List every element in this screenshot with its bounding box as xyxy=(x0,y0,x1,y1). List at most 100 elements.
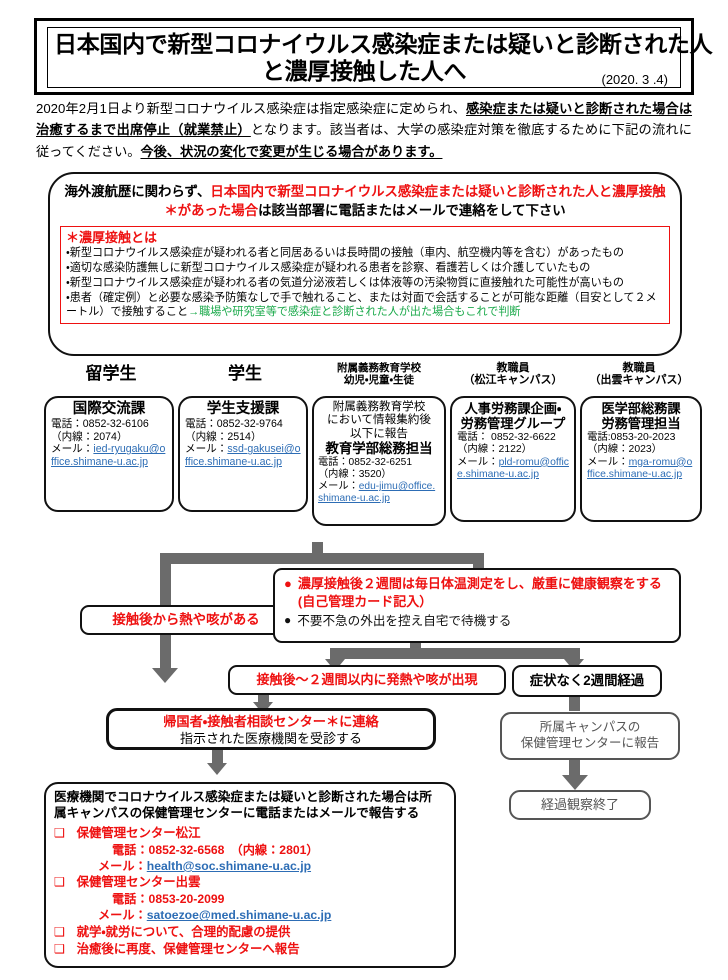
definition-title: ＊濃厚接触とは xyxy=(66,229,158,245)
attached-school-pre-line-1: 附属義務教育学校 xyxy=(332,400,426,413)
monitoring-bullet-row-1: ● 濃厚接触後２週間は毎日体温測定をし、厳重に健康観察をする(自己管理カード記入… xyxy=(284,575,670,610)
bottom-item-matsue-mail-link[interactable]: health@soc.shimane-u.ac.jp xyxy=(146,858,312,873)
dept-name-student-support: 学生支援課 xyxy=(206,401,280,417)
bottom-item-izumo-label: 保健管理センター出雲 xyxy=(76,875,201,890)
checkbox-square-icon-3: ❑ xyxy=(54,924,68,939)
flow-box-no-symptoms-two-weeks: 症状なく2週間経過 xyxy=(512,665,662,697)
contact-box-medical-general-affairs-izumo: 医学部総務課 労務管理担当 電話:0853-20-2023 （内線：2023） … xyxy=(580,396,702,522)
mail-row-international-exchange: メール：ied-ryugaku@office.shimane-u.ac.jp xyxy=(51,443,167,468)
contact-alert-heading: 海外渡航歴に関わらず、日本国内で新型コロナイウルス感染症または疑いと診断された人… xyxy=(60,182,670,221)
contact-caption-attached-school: 附属義務教育学校 幼児・児童・生徒 xyxy=(312,362,446,387)
contact-box-hr-labor-matsue: 人事労務課企画・ 労務管理グループ 電話： 0852-32-6622 （内線：2… xyxy=(450,396,576,522)
tel-medical-izumo: 電話:0853-20-2023 xyxy=(587,431,676,443)
contact-box-education-general-affairs: 附属義務教育学校 において情報集約後 以下に報告 教育学部総務担当 電話：085… xyxy=(312,396,446,526)
flow-box-returnee-contact-center: 帰国者・接触者相談センター＊に連絡 指示された医療機関を受診する xyxy=(106,708,436,750)
mail-row-medical-izumo: メール：mga-romu@office.shimane-u.ac.jp xyxy=(587,457,695,482)
mail-link-student-support[interactable]: ssd-gakusei@office.shimane-u.ac.jp xyxy=(185,443,301,468)
attached-school-caption-line-1: 附属義務教育学校 xyxy=(337,362,421,374)
definition-item-4: ・患者（確定例）と必要な感染予防策なしで手で触れること、または対面で会話すること… xyxy=(66,291,664,321)
close-contact-definition-box: ＊濃厚接触とは ・新型コロナウイルス感染症が疑われる者と同居あるいは長時間の接触… xyxy=(60,225,670,325)
contact-caption-international-student: 留学生 xyxy=(85,364,137,383)
mail-label-medical-izumo: メール： xyxy=(587,456,629,468)
flow-box-health-monitoring: ● 濃厚接触後２週間は毎日体温測定をし、厳重に健康観察をする(自己管理カード記入… xyxy=(273,568,681,643)
staff-matsue-caption-line-2: （松江キャンパス） xyxy=(463,374,563,387)
dept-name-medical-izumo-line-2: 労務管理担当 xyxy=(601,416,681,432)
intro-part-3: となります。該当者は、大学の感染症対策を徹底するために下記の流れに従ってください… xyxy=(36,122,692,159)
flow-box-fever-after-contact: 接触後から熱や咳がある xyxy=(80,605,292,635)
flow-box-symptom-onset: 接触後〜２週間以内に発熱や咳が出現 xyxy=(228,665,506,695)
mail-row-hr-labor-matsue: メール：pld-romu@office.shimane-u.ac.jp xyxy=(457,457,569,482)
definition-item-4-black: ・患者（確定例）と必要な感染予防策なしで手で触れること、または対面で会話すること… xyxy=(66,291,657,319)
tel-international-exchange: 電話：0852-32-6106 xyxy=(51,417,149,430)
contact-caption-staff-matsue: 教職員 （松江キャンパス） xyxy=(452,362,574,387)
contact-box-student-support: 学生支援課 電話：0852-32-9764 （内線：2514） メール：ssd-… xyxy=(178,396,308,512)
mail-link-education-general-affairs[interactable]: edu-jimu@office.shimane-u.ac.jp xyxy=(318,481,436,505)
bottom-item-recovery-report-label: 治癒後に再度、保健管理センターへ報告 xyxy=(76,941,300,956)
dept-name-hr-labor-matsue-line-1: 人事労務課企画・ xyxy=(464,401,562,416)
bullet-dot-red-icon: ● xyxy=(284,576,292,591)
monitoring-text-2: 不要不急の外出を控え自宅で待機する xyxy=(297,614,512,629)
report-campus-line-2: 保健管理センターに報告 xyxy=(520,736,660,751)
consult-center-black-text: 指示された医療機関を受診する xyxy=(179,730,362,746)
bullet-dot-black-icon: ● xyxy=(284,613,292,628)
connector-nosymptom-to-report xyxy=(569,697,580,711)
staff-izumo-caption-line-2: （出雲キャンパス） xyxy=(589,374,689,387)
bottom-item-izumo-mail-link[interactable]: satoezoe@med.shimane-u.ac.jp xyxy=(146,908,332,923)
connector-to-onset xyxy=(330,648,341,662)
definition-list: ・新型コロナウイルス感染症が疑われる者と同居あるいは長時間の接触（車内、航空機内… xyxy=(66,246,664,320)
connector-report-to-end xyxy=(569,760,580,778)
connector-horizontal-split xyxy=(160,553,484,564)
definition-item-3: ・新型コロナウイルス感染症が疑われる者の気道分泌液若しくは体液等の汚染物質に直接… xyxy=(66,276,624,289)
monitoring-bullet-row-2: ● 不要不急の外出を控え自宅で待機する xyxy=(284,613,670,629)
mail-link-international-exchange[interactable]: ied-ryugaku@office.shimane-u.ac.jp xyxy=(51,443,166,468)
bottom-item-matsue-mail-row: メール：health@soc.shimane-u.ac.jp xyxy=(54,858,446,874)
intro-part-4-emphasis: 今後、状況の変化で変更が生じる場合があります。 xyxy=(140,143,443,159)
bottom-item-matsue-label: 保健管理センター松江 xyxy=(76,825,201,840)
contact-box-international-exchange: 国際交流課 電話：0852-32-6106 （内線：2074） メール：ied-… xyxy=(44,396,174,512)
attached-school-caption-line-2: 幼児・児童・生徒 xyxy=(343,373,415,386)
ext-education-general-affairs: （内線：3520） xyxy=(318,469,392,481)
bottom-item-recovery-report: ❑ 治癒後に再度、保健管理センターへ報告 xyxy=(54,941,446,958)
staff-matsue-caption-line-1: 教職員 xyxy=(496,362,530,374)
arrow-left-branch-down xyxy=(152,668,178,683)
attached-school-pre-line-3: 以下に報告 xyxy=(350,426,408,440)
alert-head-part-1: 海外渡航歴に関わらず、 xyxy=(64,184,211,199)
mail-link-hr-labor-matsue[interactable]: pld-romu@office.shimane-u.ac.jp xyxy=(457,456,569,481)
mail-row-student-support: メール：ssd-gakusei@office.shimane-u.ac.jp xyxy=(185,443,301,468)
mail-label-hr-labor-matsue: メール： xyxy=(457,456,499,468)
bottom-item-matsue-tel: 電話：0852-32-6568 （内線：2801） xyxy=(112,842,319,857)
ext-medical-izumo: （内線：2023） xyxy=(587,444,663,456)
definition-item-2: ・適切な感染防護無しに新型コロナウイルス感染症が疑われる患者を診察、看護若しくは… xyxy=(66,262,591,275)
bottom-item-accommodation-label: 就学・就労について、合理的配慮の提供 xyxy=(76,924,291,939)
tel-hr-labor-matsue: 電話： 0852-32-6622 xyxy=(457,431,556,443)
bottom-head-line-2: 属キャンパスの保健管理センターに電話またはメールで報告する xyxy=(54,806,420,821)
page-title-line-1: 日本国内で新型コロナイウルス感染症または疑いと診断された人 xyxy=(54,31,713,57)
bottom-head-line-1: 医療機関でコロナウイルス感染症または疑いと診断された場合は所 xyxy=(54,790,432,804)
bottom-item-izumo-mail-row: メール：satoezoe@med.shimane-u.ac.jp xyxy=(54,907,446,923)
arrow-report-to-end xyxy=(562,775,588,790)
staff-izumo-caption-line-1: 教職員 xyxy=(622,362,656,374)
intro-part-1: 2020年2月1日より新型コロナウイルス感染症は指定感染症に定められ、 xyxy=(36,101,466,116)
bottom-item-izumo-mail-label: メール： xyxy=(98,908,147,923)
flow-box-report-to-campus-center: 所属キャンパスの 保健管理センターに報告 xyxy=(500,712,680,760)
page-title-line-2: と濃厚接触した人へ (2020. 3 .4) xyxy=(54,58,674,87)
mail-link-medical-izumo[interactable]: mga-romu@office.shimane-u.ac.jp xyxy=(587,456,693,481)
mail-label-international-exchange: メール： xyxy=(51,443,94,456)
mail-row-education-general-affairs: メール：edu-jimu@office.shimane-u.ac.jp xyxy=(318,481,440,505)
checkbox-square-icon-2: ❑ xyxy=(54,875,68,890)
dept-name-hr-labor-matsue-line-2: 労務管理グループ xyxy=(460,416,566,432)
connector-onset-to-consult xyxy=(258,695,269,705)
document-date: (2020. 3 .4) xyxy=(601,71,669,87)
contact-caption-staff-izumo: 教職員 （出雲キャンパス） xyxy=(578,362,700,387)
checkbox-square-icon-4: ❑ xyxy=(54,941,68,956)
definition-item-4-green: →職場や研究室等で感染症と診断された人が出た場合もこれで判断 xyxy=(188,306,521,319)
bottom-report-instructions-box: 医療機関でコロナウイルス感染症または疑いと診断された場合は所 属キャンパスの保健… xyxy=(44,782,456,968)
contact-caption-student: 学生 xyxy=(228,364,262,383)
ext-student-support: （内線：2514） xyxy=(185,430,262,443)
title-inner-rule: 日本国内で新型コロナイウルス感染症または疑いと診断された人 と濃厚接触した人へ … xyxy=(47,27,713,89)
mail-label-education-general-affairs: メール： xyxy=(318,481,359,493)
ext-hr-labor-matsue: （内線：2122） xyxy=(457,444,533,456)
monitoring-text-1: 濃厚接触後２週間は毎日体温測定をし、厳重に健康観察をする(自己管理カード記入） xyxy=(297,576,662,609)
tel-student-support: 電話：0852-32-9764 xyxy=(185,417,283,430)
definition-item-1: ・新型コロナウイルス感染症が疑われる者と同居あるいは長時間の接触（車内、航空機内… xyxy=(66,247,624,260)
